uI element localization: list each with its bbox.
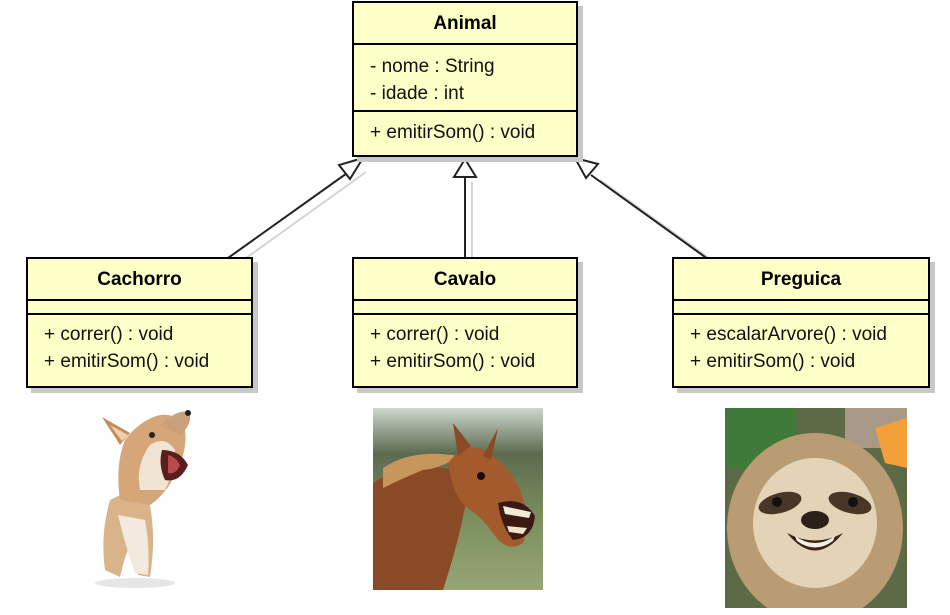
operation-emitirsom: + emitirSom() : void xyxy=(370,351,536,372)
attribute-nome: - nome : String xyxy=(370,56,495,77)
generalization-line-cachorro xyxy=(227,170,351,259)
generalization-arrowhead-preguica xyxy=(573,156,600,180)
operation-emitirsom: + emitirSom() : void xyxy=(690,351,856,372)
class-attributes-cavalo xyxy=(354,301,576,315)
operation-emitirsom: + emitirSom() : void xyxy=(370,122,536,143)
generalization-arrowhead-cachorro xyxy=(337,156,366,181)
operation-correr: + correr() : void xyxy=(370,324,500,345)
class-preguica[interactable]: Preguica + escalarArvore() : void + emit… xyxy=(672,257,930,388)
laughing-horse-photo xyxy=(373,408,543,590)
class-name-preguica: Preguica xyxy=(674,259,928,301)
class-name-cachorro: Cachorro xyxy=(28,259,251,301)
class-cachorro[interactable]: Cachorro + correr() : void + emitirSom()… xyxy=(26,257,253,388)
smiling-sloth-photo xyxy=(725,408,907,608)
class-animal[interactable]: Animal - nome : String - idade : int + e… xyxy=(352,1,578,157)
attribute-idade: - idade : int xyxy=(370,83,464,104)
class-operations-cavalo: + correr() : void + emitirSom() : void xyxy=(354,315,576,375)
class-operations-cachorro: + correr() : void + emitirSom() : void xyxy=(28,315,251,375)
generalization-line-preguica xyxy=(590,174,713,263)
operation-correr: + correr() : void xyxy=(44,324,174,345)
class-operations-preguica: + escalarArvore() : void + emitirSom() :… xyxy=(674,315,928,375)
class-name-cavalo: Cavalo xyxy=(354,259,576,301)
operation-emitirsom: + emitirSom() : void xyxy=(44,351,210,372)
generalization-arrowhead-cavalo xyxy=(452,157,478,178)
class-attributes-animal: - nome : String - idade : int xyxy=(354,45,576,112)
class-operations-animal: + emitirSom() : void xyxy=(354,112,576,146)
howling-dog-photo xyxy=(95,410,191,588)
class-attributes-preguica xyxy=(674,301,928,315)
class-name-animal: Animal xyxy=(354,3,576,45)
class-cavalo[interactable]: Cavalo + correr() : void + emitirSom() :… xyxy=(352,257,578,388)
operation-escalararvore: + escalarArvore() : void xyxy=(690,324,887,345)
class-attributes-cachorro xyxy=(28,301,251,315)
